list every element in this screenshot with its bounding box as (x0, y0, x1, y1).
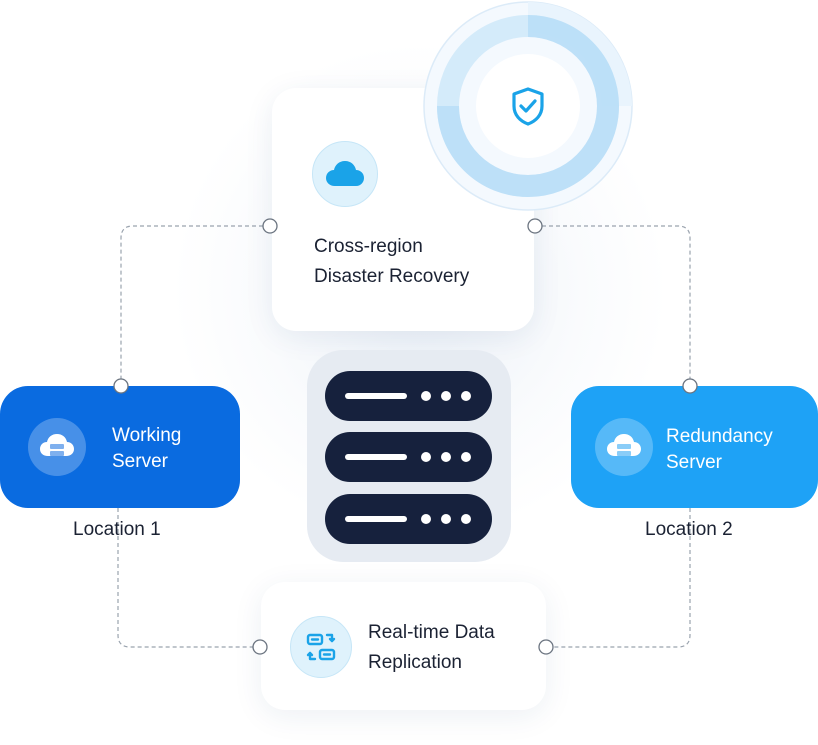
connector-bottom-right (546, 508, 691, 648)
connector-bottom-left (117, 508, 260, 648)
disaster-recovery-label: Cross-region Disaster Recovery (314, 236, 470, 287)
shield-badge (422, 0, 634, 212)
connector-top-left (120, 225, 270, 386)
replication-icon (290, 616, 352, 678)
location-1-label: Location 1 (73, 519, 161, 540)
cloud-server-icon (28, 418, 86, 476)
rack-unit-1 (325, 371, 492, 421)
server-rack-icon (307, 350, 511, 562)
disaster-recovery-card: Cross-region Disaster Recovery (272, 88, 534, 331)
rack-unit-2 (325, 432, 492, 482)
rack-unit-3 (325, 494, 492, 544)
working-server-box: Working Server (0, 386, 240, 508)
working-server-label: Working Server (112, 425, 182, 472)
redundancy-server-box: Redundancy Server (571, 386, 818, 508)
shield-check-icon (512, 87, 544, 126)
redundancy-server-label: Redundancy Server (666, 426, 773, 473)
cloud-icon (312, 141, 378, 207)
location-2-label: Location 2 (645, 519, 733, 540)
data-replication-label: Real-time Data Replication (368, 622, 495, 673)
cloud-server-icon (595, 418, 653, 476)
connector-top-right (535, 225, 691, 386)
data-replication-card: Real-time Data Replication (261, 582, 546, 710)
